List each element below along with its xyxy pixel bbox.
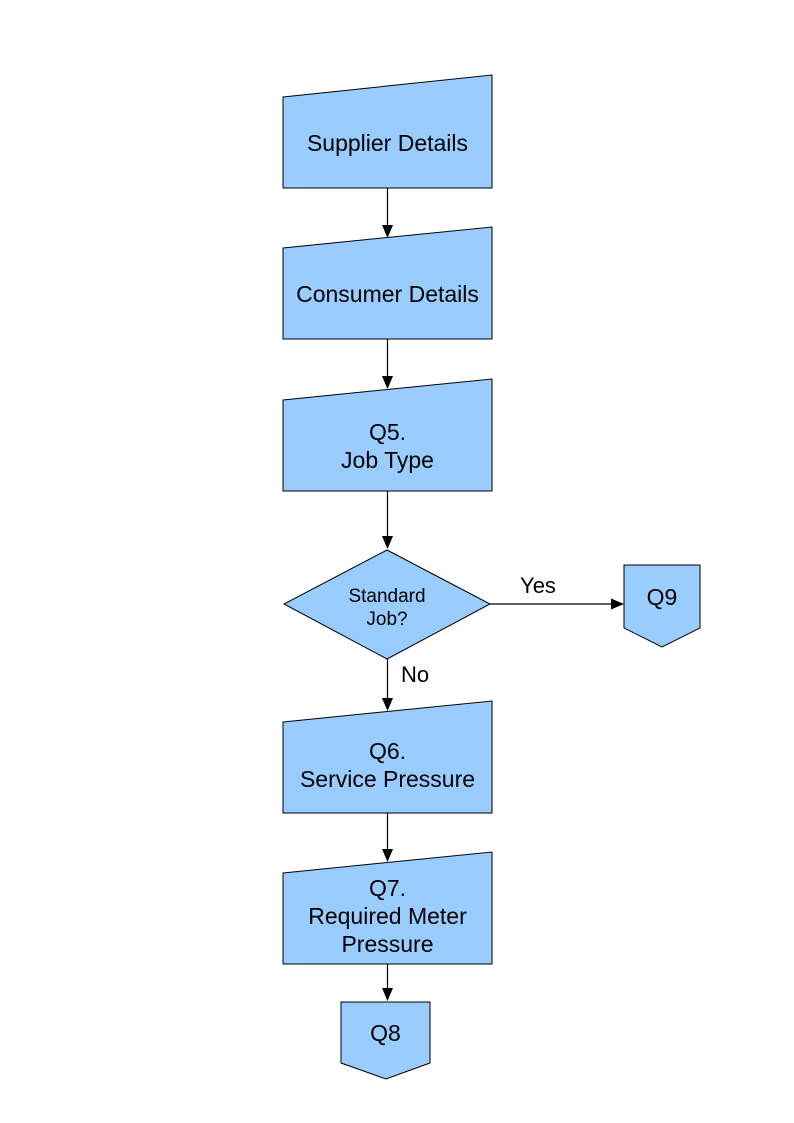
edge-label-yes: Yes: [520, 573, 556, 598]
arrowhead-down-icon: [382, 988, 393, 1001]
node-consumer-details: [282, 226, 493, 340]
connector-q6-to-q7: [382, 813, 393, 862]
connector-q7-to-q8: [382, 964, 393, 1001]
supplier-details-label: Supplier Details: [306, 129, 469, 156]
connector-decision-no-to-q6: [382, 659, 393, 711]
arrowhead-down-icon: [382, 225, 393, 238]
arrowhead-down-icon: [382, 536, 393, 549]
node-q5-job-type: [282, 378, 493, 492]
q8-label: Q8: [370, 1019, 401, 1046]
connector-decision-yes-to-q9: [490, 598, 624, 610]
node-q8-connector: [340, 1001, 431, 1080]
q7-required-meter-pressure-label: Q7. Required Meter Pressure: [308, 875, 467, 957]
node-supplier-details: [282, 74, 493, 189]
connector-q5-to-decision: [382, 491, 393, 549]
q6-service-pressure-label: Q6. Service Pressure: [299, 737, 476, 792]
arrowhead-right-icon: [611, 598, 624, 610]
node-q7-required-meter-pressure: [282, 851, 493, 965]
decision-standard-job-label: Standard Job?: [348, 585, 426, 630]
node-decision-standard-job: [282, 549, 492, 660]
connector-supplier-to-consumer: [382, 188, 393, 238]
arrowhead-down-icon: [382, 376, 393, 389]
node-q9-connector: [623, 564, 701, 648]
arrowhead-down-icon: [382, 849, 393, 862]
arrowhead-down-icon: [382, 698, 393, 711]
consumer-details-label: Consumer Details: [296, 280, 479, 307]
node-q6-service-pressure: [282, 700, 493, 814]
q5-job-type-label: Q5. Job Type: [341, 418, 434, 473]
connector-consumer-to-q5: [382, 339, 393, 389]
edge-label-no: No: [400, 662, 430, 687]
q9-label: Q9: [646, 583, 678, 610]
